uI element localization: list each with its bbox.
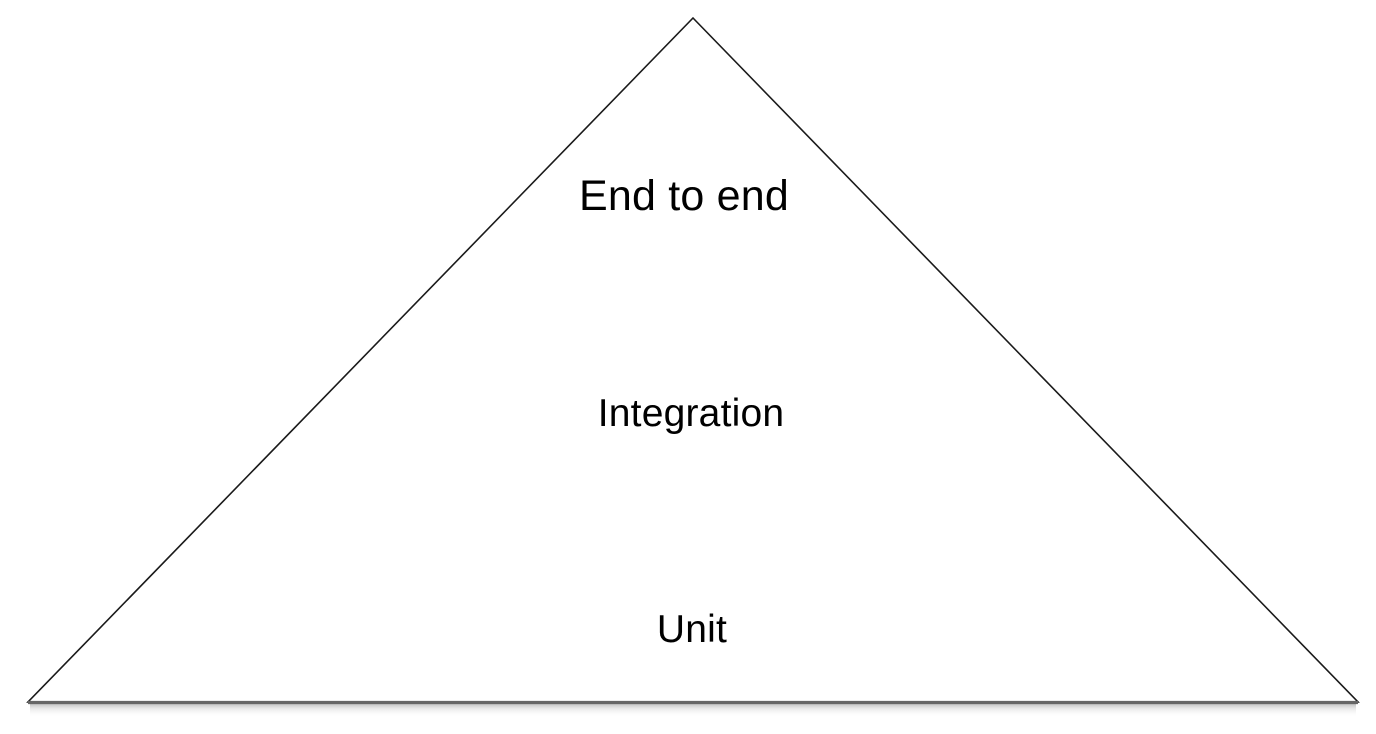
base-shadow [30,704,1356,717]
pyramid-outline [26,16,1360,703]
